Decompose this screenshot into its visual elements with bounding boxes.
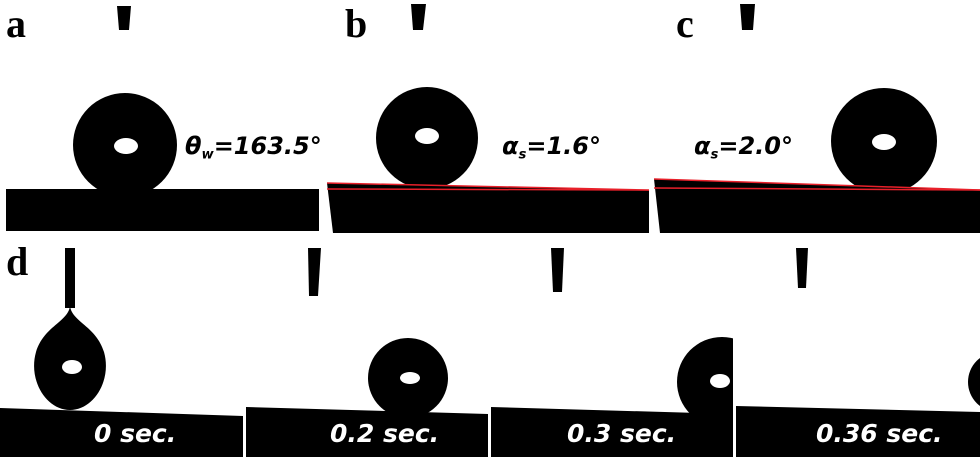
- contact-angle-annotation: θw=163.5°: [185, 134, 322, 162]
- tilt-line-upper: [654, 178, 980, 191]
- panel-label-a: a: [6, 1, 26, 46]
- needle: [117, 6, 131, 30]
- panel-label-c: c: [676, 1, 694, 46]
- tilted-substrate: [246, 407, 488, 457]
- time-label: 0.36 sec.: [816, 419, 943, 448]
- panel-label-b: b: [345, 1, 368, 46]
- panel-c: c αs=2.0°: [654, 0, 980, 236]
- sequence-frame-2: 0.2 sec.: [246, 240, 488, 457]
- tilted-substrate: [327, 183, 649, 233]
- frame-1-image: [0, 248, 243, 457]
- tilted-substrate: [654, 179, 980, 233]
- droplet-highlight: [710, 374, 730, 388]
- time-label: 0.3 sec.: [567, 419, 677, 448]
- droplet-highlight: [114, 138, 138, 154]
- angle-value: =163.5°: [213, 132, 322, 160]
- panel-b: b αs=1.6°: [327, 0, 649, 236]
- needle: [411, 4, 426, 30]
- angle-subscript: s: [710, 147, 719, 163]
- needle: [551, 248, 564, 292]
- sequence-frame-3: 0.3 sec.: [491, 240, 733, 457]
- sequence-frame-4: 0.36 sec.: [736, 240, 980, 457]
- tilt-line-lower: [654, 187, 980, 191]
- panel-a: a θw=163.5°: [0, 0, 322, 236]
- substrate: [6, 189, 319, 231]
- angle-subscript: s: [518, 147, 527, 163]
- droplet-highlight: [400, 372, 420, 384]
- angle-symbol: θ: [185, 132, 202, 160]
- panel-c-image: [654, 4, 980, 233]
- needle: [740, 4, 755, 30]
- droplet-highlight: [872, 134, 896, 150]
- pendant-droplet: [34, 306, 106, 410]
- angle-value: =1.6°: [526, 132, 601, 160]
- sliding-angle-annotation: αs=2.0°: [694, 134, 793, 162]
- time-label: 0 sec.: [94, 419, 177, 448]
- needle: [308, 248, 321, 296]
- angle-subscript: w: [201, 147, 214, 163]
- needle: [796, 248, 808, 288]
- frame-2-image: [246, 248, 488, 457]
- angle-symbol: α: [502, 132, 519, 160]
- tilt-line-lower: [327, 188, 649, 191]
- water-droplet: [968, 358, 980, 406]
- sliding-angle-annotation: αs=1.6°: [502, 134, 601, 162]
- needle: [65, 248, 75, 308]
- droplet-highlight: [62, 360, 82, 374]
- tilt-line-upper: [327, 182, 649, 191]
- angle-value: =2.0°: [718, 132, 793, 160]
- panel-b-image: [327, 4, 649, 233]
- tilted-substrate: [0, 408, 243, 457]
- panel-label-d: d: [6, 240, 29, 284]
- angle-symbol: α: [694, 132, 711, 160]
- frame-4-image: [736, 248, 980, 457]
- water-droplet: [677, 337, 733, 427]
- sequence-frame-1: d 0 sec.: [0, 240, 243, 457]
- time-label: 0.2 sec.: [330, 419, 440, 448]
- droplet-highlight: [415, 128, 439, 144]
- panel-a-image: [6, 6, 319, 231]
- tilted-substrate: [491, 407, 733, 457]
- frame-3-image: [491, 248, 733, 457]
- tilted-substrate: [736, 406, 980, 457]
